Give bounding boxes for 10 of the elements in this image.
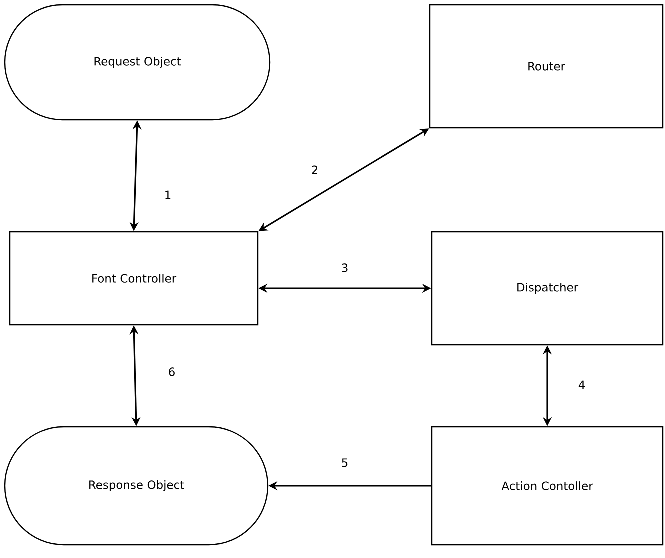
- edge-label: 3: [342, 264, 348, 272]
- edge-label: 2: [312, 166, 318, 174]
- process-box: Action Contoller: [431, 426, 664, 546]
- edge-label: 6: [169, 368, 175, 376]
- process-box: Router: [429, 4, 664, 129]
- edge-label: 4: [578, 380, 585, 390]
- edge-label: 5: [342, 458, 348, 468]
- process-box: Font Controller: [9, 231, 259, 326]
- process-box: Dispatcher: [431, 231, 664, 346]
- edge-label: 1: [166, 190, 171, 200]
